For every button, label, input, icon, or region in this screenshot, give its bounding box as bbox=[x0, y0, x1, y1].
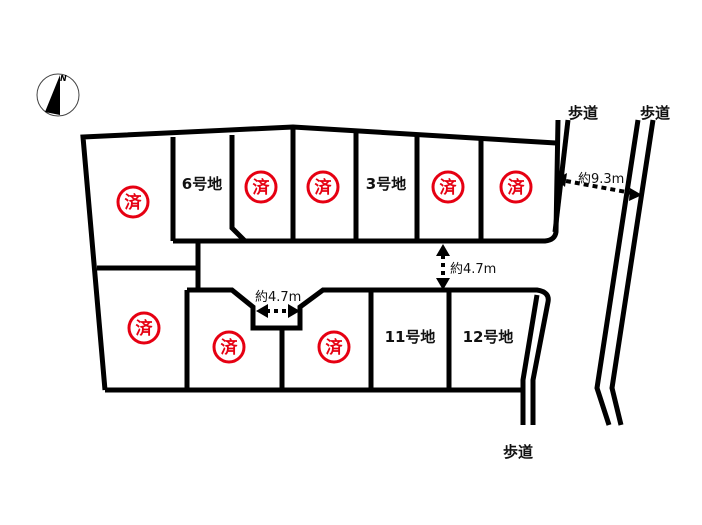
internal-road-vertical-label: 約4.7m bbox=[450, 262, 496, 277]
road-width-label: 約9.3m bbox=[578, 172, 624, 187]
sold-stamp: 済 bbox=[306, 170, 340, 204]
svg-text:済: 済 bbox=[136, 318, 154, 339]
sold-stamp: 済 bbox=[116, 185, 150, 219]
north-compass-icon: N bbox=[36, 73, 80, 117]
svg-text:済: 済 bbox=[508, 177, 526, 198]
internal-road-vertical-dimension: 約4.7m bbox=[436, 244, 496, 290]
svg-text:済: 済 bbox=[253, 177, 271, 198]
svg-text:済: 済 bbox=[221, 337, 239, 358]
internal-road-horizontal-label: 約4.7m bbox=[255, 290, 301, 305]
sold-stamp: 済 bbox=[244, 170, 278, 204]
lot-label-12: 12号地 bbox=[463, 328, 514, 346]
lot-label-3: 3号地 bbox=[366, 175, 406, 193]
svg-text:済: 済 bbox=[125, 192, 143, 213]
sold-stamp: 済 bbox=[127, 311, 161, 345]
sold-stamp: 済 bbox=[499, 170, 533, 204]
sidewalk-label: 歩道 bbox=[640, 104, 670, 122]
compass-north-label: N bbox=[60, 74, 67, 83]
bottom-block-outline bbox=[105, 287, 551, 425]
sold-stamp: 済 bbox=[431, 170, 465, 204]
svg-text:済: 済 bbox=[326, 337, 344, 358]
lot-label-6: 6号地 bbox=[182, 175, 222, 193]
sidewalk-label: 歩道 bbox=[568, 104, 598, 122]
internal-road-horizontal-dimension: 約4.7m bbox=[255, 290, 301, 318]
sidewalk-label: 歩道 bbox=[503, 443, 533, 461]
sold-stamp: 済 bbox=[212, 330, 246, 364]
lot-label-11: 11号地 bbox=[385, 328, 436, 346]
svg-text:済: 済 bbox=[440, 177, 458, 198]
svg-text:済: 済 bbox=[315, 177, 333, 198]
road-width-dimension: 約9.3m bbox=[556, 172, 642, 201]
sidewalk-lines bbox=[552, 119, 656, 426]
sold-stamp: 済 bbox=[317, 330, 351, 364]
